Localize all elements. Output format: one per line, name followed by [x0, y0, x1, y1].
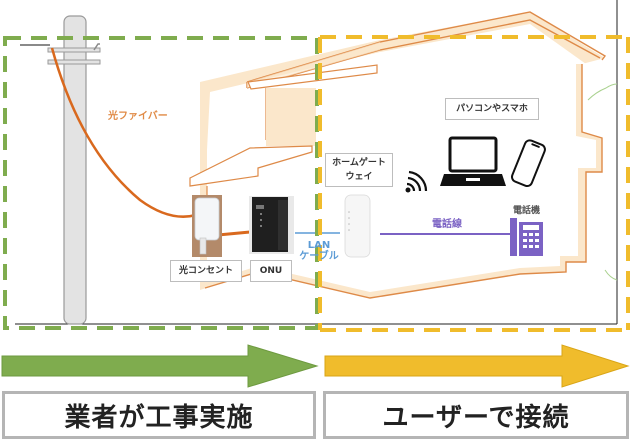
house-illustration: [189, 11, 618, 299]
contractor-section-box: 業者が工事実施: [2, 391, 316, 439]
fiber-label: 光ファイバー: [108, 111, 168, 122]
onu-device-icon: [249, 196, 294, 254]
telephone-icon: [510, 218, 543, 256]
home-gateway-label-line2: ウェイ: [345, 172, 373, 182]
optical-outlet-device-icon: [192, 195, 222, 257]
utility-pole-icon: [20, 15, 101, 325]
smartphone-icon: [510, 139, 546, 188]
onu-label: ONU: [250, 260, 292, 282]
telephone-label: 電話機: [513, 206, 541, 216]
wifi-icon: [405, 170, 428, 193]
contractor-arrow: [1, 344, 319, 388]
fiber-cable-line: [50, 47, 197, 218]
user-section-box: ユーザーで接続: [323, 391, 629, 439]
lan-cable-label: LAN ケーブル: [295, 240, 343, 262]
optical-outlet-label: 光コンセント: [170, 260, 242, 282]
user-arrow: [324, 344, 630, 388]
home-gateway-device-icon: [344, 194, 371, 258]
outlet-to-onu-cable: [217, 230, 251, 237]
lan-cable-label-line1: LAN: [307, 240, 331, 251]
home-gateway-label: ホームゲート ウェイ: [325, 153, 393, 187]
pc-smartphone-label: パソコンやスマホ: [445, 98, 539, 120]
phone-line-label: 電話線: [432, 219, 462, 230]
contractor-zone-border: [3, 36, 319, 330]
home-gateway-label-line1: ホームゲート: [332, 158, 386, 168]
lan-cable-label-line2: ケーブル: [299, 251, 339, 262]
laptop-icon: [440, 136, 506, 186]
